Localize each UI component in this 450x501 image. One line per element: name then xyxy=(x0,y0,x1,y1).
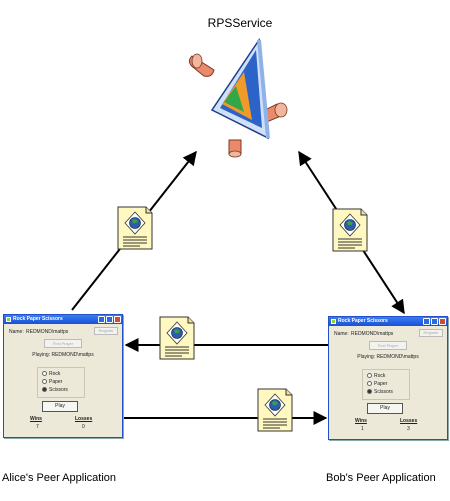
choice-paper[interactable]: Paper xyxy=(42,379,62,385)
losses-value: 0 xyxy=(82,424,85,430)
radio-selected-icon[interactable] xyxy=(42,387,47,393)
radio-selected-icon[interactable] xyxy=(367,389,372,395)
service-icon xyxy=(188,37,288,158)
losses-header: Losses xyxy=(75,416,93,422)
maximize-icon[interactable] xyxy=(106,316,113,323)
radio-icon[interactable] xyxy=(367,381,372,387)
name-value: REDMOND\mattps xyxy=(351,331,394,337)
close-icon[interactable] xyxy=(439,318,446,325)
minimize-icon[interactable] xyxy=(423,318,430,325)
minimize-icon[interactable] xyxy=(98,316,105,323)
bob-peer-window: Rock Paper Scissors Name: REDMOND\mattps… xyxy=(328,316,448,440)
wins-value: 1 xyxy=(361,426,364,432)
radio-icon[interactable] xyxy=(42,371,47,377)
choice-group: Rock Paper Scissors xyxy=(362,369,410,400)
losses-value: 3 xyxy=(407,426,410,432)
play-button[interactable]: Play xyxy=(367,403,403,414)
wins-header: Wins xyxy=(30,416,42,422)
bob-caption: Bob's Peer Application xyxy=(326,472,436,484)
find-player-button[interactable]: Find Player xyxy=(44,339,82,348)
radio-icon[interactable] xyxy=(367,373,372,379)
service-title: RPSService xyxy=(207,16,273,30)
alice-caption: Alice's Peer Application xyxy=(2,472,116,484)
window-titlebar: Rock Paper Scissors xyxy=(4,315,122,324)
message-document-icon xyxy=(159,316,195,360)
wins-header: Wins xyxy=(355,418,367,424)
message-document-icon xyxy=(257,388,293,432)
find-player-button[interactable]: Find Player xyxy=(369,341,407,350)
playing-status: Playing: REDMOND\mattps xyxy=(357,354,419,360)
wins-value: 7 xyxy=(36,424,39,430)
choice-scissors[interactable]: Scissors xyxy=(42,387,68,393)
app-icon xyxy=(6,317,11,322)
name-label: Name: xyxy=(334,331,349,337)
name-value: REDMOND\mattps xyxy=(26,329,69,335)
window-titlebar: Rock Paper Scissors xyxy=(329,317,447,326)
register-button[interactable]: Register xyxy=(94,327,118,335)
name-label: Name: xyxy=(9,329,24,335)
message-document-icon xyxy=(332,208,368,252)
register-button[interactable]: Register xyxy=(419,329,443,337)
close-icon[interactable] xyxy=(114,316,121,323)
choice-paper[interactable]: Paper xyxy=(367,381,387,387)
window-title: Rock Paper Scissors xyxy=(13,316,63,322)
choice-scissors[interactable]: Scissors xyxy=(367,389,393,395)
alice-peer-window: Rock Paper Scissors Name: REDMOND\mattps… xyxy=(3,314,123,438)
choice-rock[interactable]: Rock xyxy=(367,373,385,379)
maximize-icon[interactable] xyxy=(431,318,438,325)
playing-status: Playing: REDMOND\mattps xyxy=(32,352,94,358)
choice-group: Rock Paper Scissors xyxy=(37,367,85,398)
choice-rock[interactable]: Rock xyxy=(42,371,60,377)
message-document-icon xyxy=(117,206,153,250)
radio-icon[interactable] xyxy=(42,379,47,385)
app-icon xyxy=(331,319,336,324)
play-button[interactable]: Play xyxy=(42,401,78,412)
window-title: Rock Paper Scissors xyxy=(338,318,388,324)
losses-header: Losses xyxy=(400,418,418,424)
